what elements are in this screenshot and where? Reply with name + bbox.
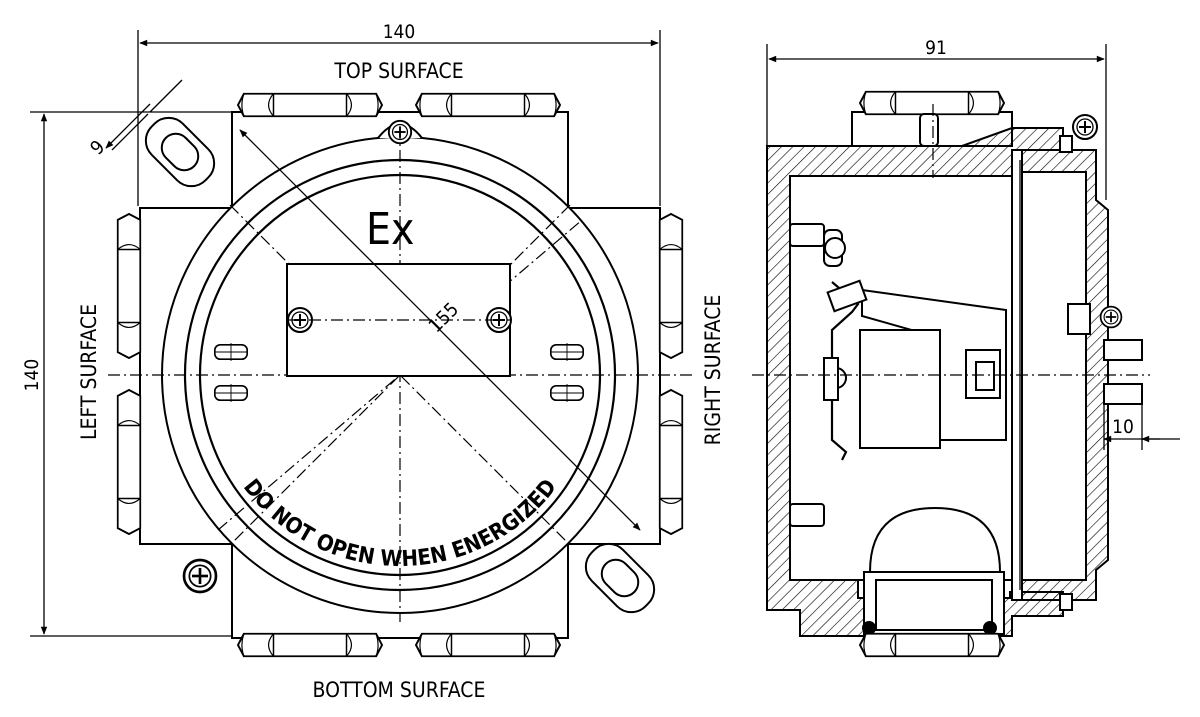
side-cover-screw-icon <box>1072 114 1098 140</box>
dim-stud: 10 <box>1112 416 1134 438</box>
front-view: Ex DO NOT OPEN WHEN ENERGIZED TOP SURFAC… <box>21 21 725 702</box>
slot-left-lower <box>213 384 249 402</box>
gland-nut-left-upper <box>116 212 142 360</box>
dim-side-depth: 91 <box>925 37 947 59</box>
dim-line-boss <box>105 103 151 149</box>
gland-nut-right-upper <box>658 212 684 360</box>
label-right-surface: RIGHT SURFACE <box>701 295 725 446</box>
side-din-rail <box>830 281 860 461</box>
gland-nut-top-right <box>414 92 562 118</box>
gland-nut-left-lower <box>116 388 142 536</box>
side-bottom-gland-nut <box>858 632 1006 658</box>
mounting-lug-top-left <box>144 116 216 188</box>
label-top-surface: TOP SURFACE <box>333 59 463 83</box>
dim-front-width: 140 <box>383 21 416 43</box>
gland-nut-bottom-left <box>236 632 384 658</box>
dim-line-diagonal <box>239 129 641 531</box>
side-internal-screw-upper <box>789 223 846 267</box>
slot-left-upper <box>213 343 249 361</box>
dim-front-height: 140 <box>21 359 43 392</box>
gland-nut-right-lower <box>658 388 684 536</box>
gland-nut-bottom-right <box>414 632 562 658</box>
slot-right-upper <box>549 343 585 361</box>
gland-nut-top-left <box>236 92 384 118</box>
slot-right-lower <box>549 384 585 402</box>
mounting-lug-bottom-right <box>584 542 656 614</box>
label-bottom-surface: BOTTOM SURFACE <box>313 678 486 702</box>
side-internal-screw-lower <box>789 503 825 527</box>
side-external-stud <box>1103 339 1143 361</box>
label-left-surface: LEFT SURFACE <box>77 304 101 440</box>
ex-marking: Ex <box>366 204 414 255</box>
side-view: 91 10 <box>752 37 1180 658</box>
side-top-gland-nut <box>858 90 1006 116</box>
side-stud-screw-icon <box>1099 305 1123 329</box>
side-bottom-gland-dome <box>868 506 1002 573</box>
earth-screw-icon <box>182 558 218 594</box>
